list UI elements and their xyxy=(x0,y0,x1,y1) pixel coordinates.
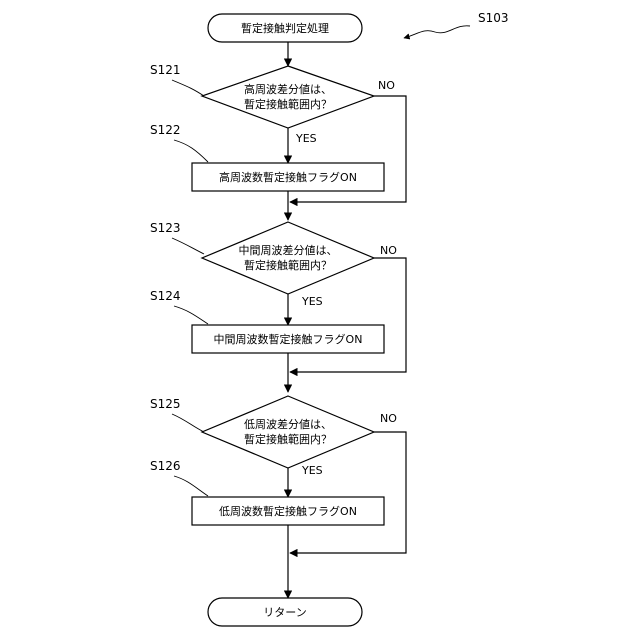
decision-low-freq xyxy=(202,396,374,468)
yes-label-3: YES xyxy=(301,464,323,477)
yes-label-2: YES xyxy=(301,295,323,308)
step-leader-s124 xyxy=(174,306,208,324)
no-label-2: NO xyxy=(380,244,397,257)
decision-high-freq xyxy=(202,66,374,128)
end-terminal-text: リターン xyxy=(263,606,306,619)
no-label-1: NO xyxy=(378,79,395,92)
decision-low-freq-line1: 低周波差分値は、 xyxy=(244,417,332,431)
step-label-s124: S124 xyxy=(150,289,181,303)
step-label-s123: S123 xyxy=(150,221,181,235)
step-leader-s123 xyxy=(172,238,204,254)
step-leader-s126 xyxy=(174,476,208,496)
figure-label: S103 xyxy=(478,11,509,25)
process-low-freq-flag-text: 低周波数暫定接触フラグON xyxy=(219,504,357,518)
step-leader-s122 xyxy=(174,140,208,162)
process-mid-freq-flag-text: 中間周波数暫定接触フラグON xyxy=(214,332,363,346)
step-label-s126: S126 xyxy=(150,459,181,473)
step-label-s122: S122 xyxy=(150,123,181,137)
decision-mid-freq-line1: 中間周波差分値は、 xyxy=(239,243,338,257)
step-label-s121: S121 xyxy=(150,63,181,77)
figure-label-leader xyxy=(404,26,470,38)
yes-label-1: YES xyxy=(295,132,317,145)
decision-high-freq-line1: 高周波差分値は、 xyxy=(244,82,332,96)
decision-low-freq-line2: 暫定接触範囲内？ xyxy=(244,432,332,446)
step-label-s125: S125 xyxy=(150,397,181,411)
step-leader-s125 xyxy=(172,414,204,432)
decision-mid-freq-line2: 暫定接触範囲内？ xyxy=(244,258,332,272)
decision-high-freq-line2: 暫定接触範囲内？ xyxy=(244,97,332,111)
step-leader-s121 xyxy=(172,80,204,96)
decision-mid-freq xyxy=(202,222,374,294)
no-label-3: NO xyxy=(380,412,397,425)
process-high-freq-flag-text: 高周波数暫定接触フラグON xyxy=(219,170,357,184)
start-terminal-text: 暫定接触判定処理 xyxy=(241,21,329,35)
